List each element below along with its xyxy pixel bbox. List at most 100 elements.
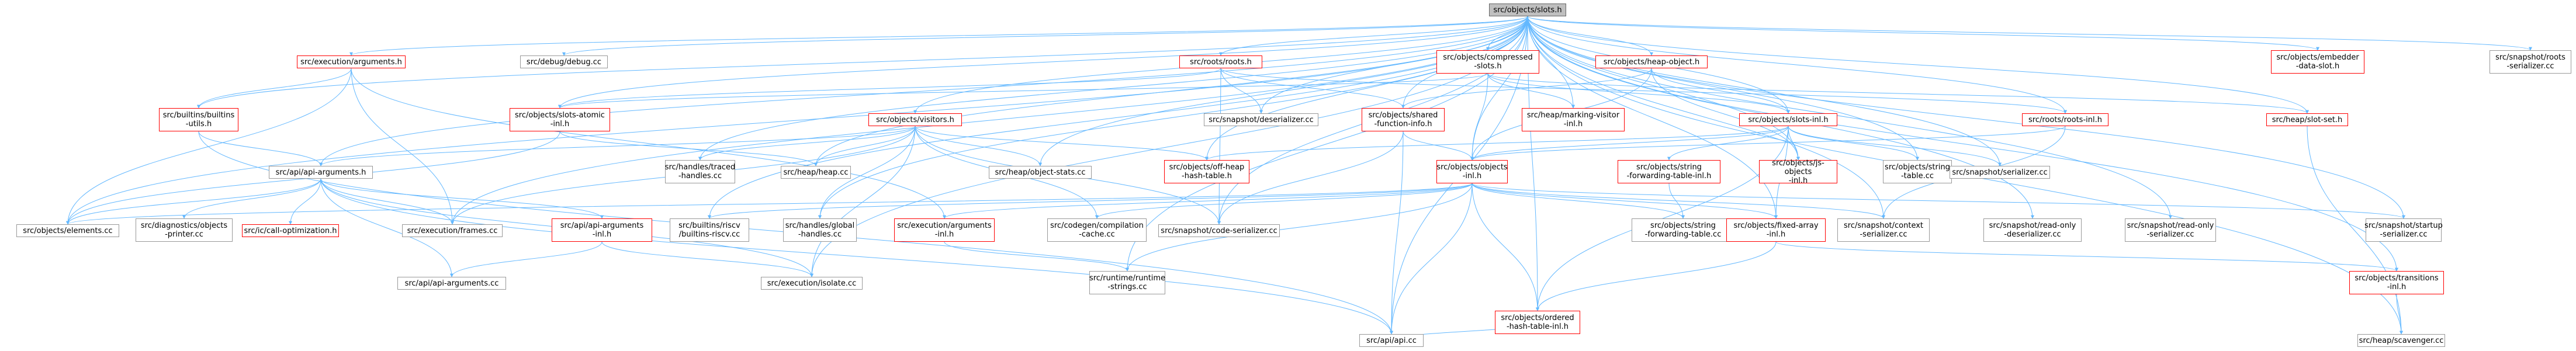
edge-compressed-to-objects-inl [1470,73,1488,161]
node-shared-fn[interactable]: src/objects/shared -function-info.h [1362,108,1445,131]
edge-roots-to-slots-atomic [558,68,1221,109]
edge-builtins-utils-to-api-args-h [198,131,323,166]
node-traced-handles[interactable]: src/handles/traced -handles.cc [665,160,735,183]
edge-slots-inl-to-string-fwd-inl [1667,126,1789,161]
edge-root-to-ro-ser [1527,16,2172,219]
node-roots[interactable]: src/roots/roots.h [1179,55,1262,68]
edge-root-to-string-table [1527,16,1919,161]
edge-api-args-h-to-diag-printer [182,178,321,219]
node-compressed[interactable]: src/objects/compressed -slots.h [1436,50,1539,74]
edge-objects-inl-to-ordered-hash [1471,183,1539,311]
edge-slots-atomic-to-heap-cc [559,131,818,166]
node-isolate[interactable]: src/execution/isolate.cc [761,277,863,290]
node-elements[interactable]: src/objects/elements.cc [16,224,119,237]
node-string-fwd-cc[interactable]: src/objects/string -forwarding-table.cc [1632,218,1734,242]
edge-objects-inl-to-snap-context [1471,183,1885,219]
node-fixed-array[interactable]: src/objects/fixed-array -inl.h [1726,218,1826,242]
edge-root-to-transitions [1527,16,2398,272]
node-debug[interactable]: src/debug/debug.cc [520,55,608,68]
node-runtime-strings[interactable]: src/runtime/runtime -strings.cc [1089,271,1165,294]
node-diag-printer[interactable]: src/diagnostics/objects -printer.cc [136,218,233,242]
node-visitors[interactable]: src/objects/visitors.h [868,113,962,126]
node-heap-object[interactable]: src/objects/heap-object.h [1595,55,1708,68]
edge-root-to-traced-handles [698,16,1528,161]
node-scavenger[interactable]: src/heap/scavenger.cc [2357,334,2445,347]
node-code-ser[interactable]: src/snapshot/code-serializer.cc [1158,224,1280,237]
node-marking-visitor[interactable]: src/heap/marking-visitor -inl.h [1522,108,1625,131]
edge-heap-object-to-shared-fn [1401,68,1652,109]
node-ic-call[interactable]: src/ic/call-optimization.h [242,224,339,237]
edge-roots-to-snap-deser [1220,68,1263,114]
node-snap-deser[interactable]: src/snapshot/deserializer.cc [1204,113,1318,126]
node-slots-atomic[interactable]: src/objects/slots-atomic -inl.h [510,108,610,131]
edge-visitors-to-isolate [810,126,916,277]
edge-root-to-snap-context [1527,16,1885,219]
node-snap-roots[interactable]: src/snapshot/roots -serializer.cc [2490,50,2571,74]
edge-slots-inl-to-string-table [1788,126,1919,161]
node-exec-frames[interactable]: src/execution/frames.cc [402,224,503,237]
node-js-objects[interactable]: src/objects/js-objects -inl.h [1759,159,1837,185]
edge-roots-to-roots-inl [1220,68,2067,114]
edge-root-to-roots-inl [1527,16,2067,114]
node-ro-ser[interactable]: src/snapshot/read-only -serializer.cc [2125,218,2216,242]
node-string-fwd-inl[interactable]: src/objects/string -forwarding-table-inl… [1618,160,1720,183]
edge-visitors-to-off-heap [915,126,1209,161]
edge-api-args-h-to-exec-frames [320,178,454,225]
edge-exec-args-to-builtins-utils [197,68,352,109]
node-api-args-inl[interactable]: src/api/api-arguments -inl.h [552,218,652,242]
edge-root-to-elements [66,16,1528,225]
node-exec-args[interactable]: src/execution/arguments.h [297,55,406,68]
edge-root-to-debug [562,16,1528,56]
edge-slots-inl-to-objects-inl [1470,126,1789,161]
edge-slots-inl-to-snap-ser [1788,126,2002,166]
edge-root-to-api-args-h [319,16,1528,166]
edge-objects-inl-to-runtime-strings [1126,183,1473,272]
edge-root-to-embedder [1527,16,2319,51]
node-root[interactable]: src/objects/slots.h [1489,4,1566,16]
edge-root-to-objects-inl [1470,16,1528,161]
edge-compressed-to-slot-set [1487,73,2309,114]
edge-slots-inl-to-js-objects [1788,126,1800,161]
node-object-stats[interactable]: src/heap/object-stats.cc [989,166,1092,179]
node-snap-context[interactable]: src/snapshot/context -serializer.cc [1837,218,1930,242]
edge-root-to-slots-atomic [558,16,1528,109]
node-exec-args-inl[interactable]: src/execution/arguments -inl.h [894,218,995,242]
node-slot-set[interactable]: src/heap/slot-set.h [2266,113,2348,126]
node-startup-ser[interactable]: src/snapshot/startup -serializer.cc [2364,218,2443,242]
node-objects-inl[interactable]: src/objects/objects -inl.h [1436,160,1508,183]
edge-objects-inl-to-fixed-array [1471,183,1778,219]
edge-visitors-to-traced-handles [698,126,916,161]
node-ordered-hash[interactable]: src/objects/ordered -hash-table-inl.h [1495,311,1580,334]
node-roots-inl[interactable]: src/roots/roots-inl.h [2022,113,2108,126]
node-transitions[interactable]: src/objects/transitions -inl.h [2349,271,2444,294]
edge-root-to-startup-ser [1527,16,2405,219]
node-api-cc[interactable]: src/api/api.cc [1359,334,1424,347]
edge-heap-object-to-slots-inl [1651,68,1790,114]
node-api-args-h[interactable]: src/api/api-arguments.h [269,166,373,179]
node-builtins-riscv[interactable]: src/builtins/riscv /builtins-riscv.cc [670,218,749,242]
node-global-handles[interactable]: src/handles/global -handles.cc [783,218,857,242]
edge-api-args-inl-to-isolate [601,241,813,277]
node-api-args-cc[interactable]: src/api/api-arguments.cc [397,277,506,290]
edge-api-args-h-to-elements [66,178,321,225]
edge-exec-args-inl-to-runtime-strings [944,241,1129,272]
edge-api-args-inl-to-api-args-cc [450,241,603,277]
node-slots-inl[interactable]: src/objects/slots-inl.h [1739,113,1837,126]
edge-objects-inl-to-string-fwd-cc [1471,183,1685,219]
node-snap-ser[interactable]: src/snapshot/serializer.cc [1950,166,2050,179]
node-ro-deser[interactable]: src/snapshot/read-only -deserializer.cc [1983,218,2082,242]
node-heap-cc[interactable]: src/heap/heap.cc [781,166,851,179]
node-compilation-cache[interactable]: src/codegen/compilation -cache.cc [1047,218,1147,242]
node-string-table[interactable]: src/objects/string -table.cc [1883,160,1952,183]
node-builtins-utils[interactable]: src/builtins/builtins -utils.h [159,108,238,131]
edge-objects-inl-to-builtins-riscv [708,183,1473,219]
node-off-heap[interactable]: src/objects/off-heap -hash-table.h [1164,160,1249,183]
edge-shared-fn-to-api-cc [1390,131,1404,335]
edge-visitors-to-api-args-h [319,126,916,166]
edge-api-args-h-to-api-cc [320,178,1393,335]
node-embedder[interactable]: src/objects/embedder -data-slot.h [2271,50,2364,74]
edge-roots-to-shared-fn [1220,68,1405,109]
edge-shared-fn-to-code-ser [1217,131,1404,225]
edge-shared-fn-to-objects-inl [1403,131,1474,161]
